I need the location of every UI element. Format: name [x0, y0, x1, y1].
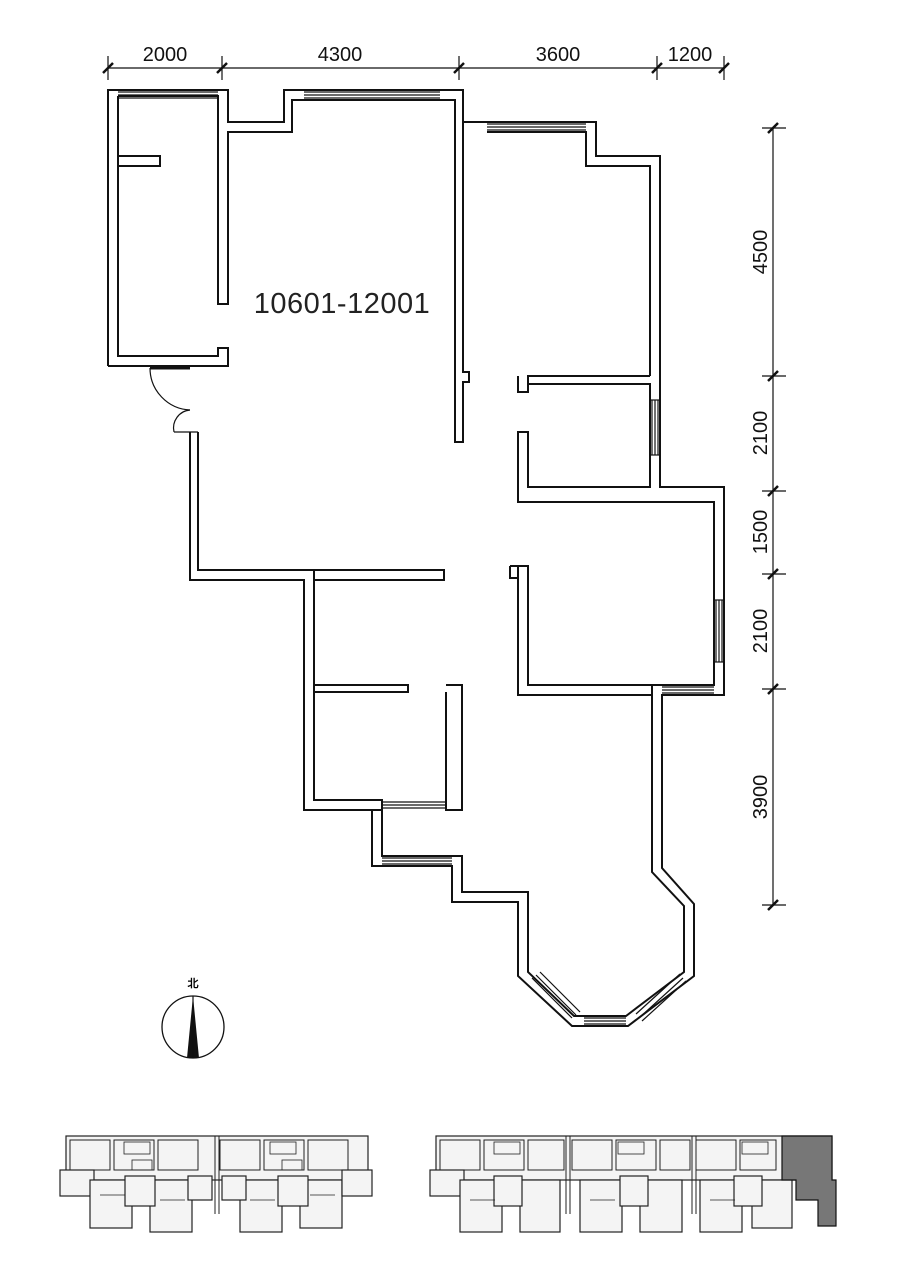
window-lower-bedroom	[382, 801, 446, 809]
window-right-bath	[650, 399, 660, 456]
window-top-right	[487, 123, 586, 131]
right-dimension-line	[762, 122, 786, 911]
entry-door	[149, 366, 198, 433]
window-bedroom-bottom	[662, 686, 714, 694]
key-plan-right	[429, 1135, 837, 1233]
window-bay-left	[531, 971, 581, 1019]
window-bay-right	[635, 973, 687, 1022]
windows	[118, 91, 724, 1025]
unit-number-label: 10601-12001	[254, 288, 430, 320]
north-arrow	[161, 995, 225, 1059]
dimension-top-3: 3600	[536, 44, 581, 66]
window-lower-balcony	[382, 857, 452, 865]
dimension-right-4: 2100	[750, 609, 772, 654]
dimension-right-5: 3900	[750, 775, 772, 820]
north-label: 北	[188, 976, 199, 990]
dimension-right-2: 2100	[750, 411, 772, 456]
window-right-bedroom	[714, 599, 724, 663]
key-plan-left	[59, 1135, 373, 1233]
dimension-right-3: 1500	[750, 510, 772, 555]
window-top-center	[304, 91, 440, 99]
interior-walls	[118, 155, 715, 811]
dimension-right-1: 4500	[750, 230, 772, 275]
dimension-top-4: 1200	[668, 44, 713, 66]
window-top-left	[118, 91, 218, 99]
top-dimension-line	[102, 56, 730, 80]
dimension-top-2: 4300	[318, 44, 363, 66]
dimension-top-1: 2000	[143, 44, 188, 66]
window-bay-bottom	[584, 1017, 626, 1025]
exterior-walls	[107, 89, 725, 1027]
